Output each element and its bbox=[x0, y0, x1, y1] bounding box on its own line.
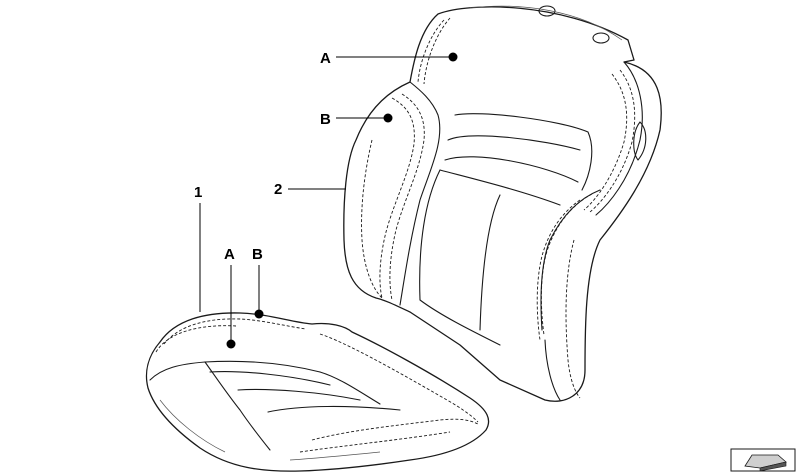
callout-back-a: A bbox=[320, 50, 331, 67]
marker-back-b bbox=[383, 113, 393, 123]
backrest-cover bbox=[343, 5, 662, 402]
callout-back-b: B bbox=[320, 111, 331, 128]
callout-seat-a: A bbox=[224, 246, 235, 263]
marker-back-a bbox=[448, 52, 458, 62]
diagram-thumbnail-icon bbox=[730, 448, 796, 472]
marker-seat-a bbox=[226, 339, 236, 349]
seat-cushion-cover bbox=[145, 312, 490, 472]
marker-seat-b bbox=[254, 309, 264, 319]
callout-part-1: 1 bbox=[194, 184, 202, 201]
callout-part-2: 2 bbox=[274, 181, 282, 198]
callout-seat-b: B bbox=[252, 246, 263, 263]
